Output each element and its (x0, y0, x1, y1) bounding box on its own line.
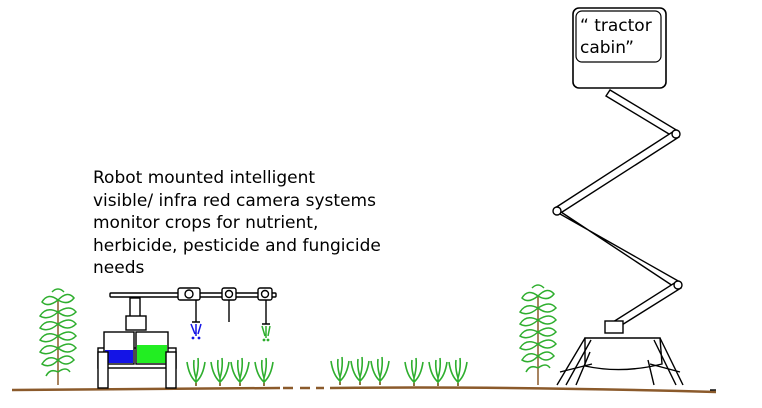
base-unit (556, 320, 716, 391)
cabin-label-line: cabin” (580, 38, 634, 58)
robot-vehicle (97, 287, 277, 389)
caption-line: monitor crops for nutrient, (93, 213, 319, 233)
crop-row-1 (186, 357, 274, 387)
caption-line: herbicide, pesticide and fungicide (93, 235, 381, 256)
wheel-left (97, 351, 109, 389)
caption-line: visible/ infra red camera systems (93, 190, 376, 211)
caption-line: needs (93, 258, 145, 278)
caption-line: Robot mounted intelligent (93, 168, 316, 188)
wheel-right (165, 351, 177, 389)
tall-plant-right (518, 284, 557, 385)
ground-line (11, 386, 717, 394)
spray-droplets (190, 323, 271, 342)
tractor-cabin (572, 7, 667, 89)
scissor-arm (552, 89, 683, 329)
crop-row-2 (330, 356, 468, 387)
tall-plant-left (38, 288, 77, 385)
cabin-label-line: “ tractor (580, 16, 652, 36)
tractor-cabin-label: “ tractor cabin” (580, 15, 660, 59)
caption: Robot mounted intelligent visible/ infra… (93, 167, 433, 280)
